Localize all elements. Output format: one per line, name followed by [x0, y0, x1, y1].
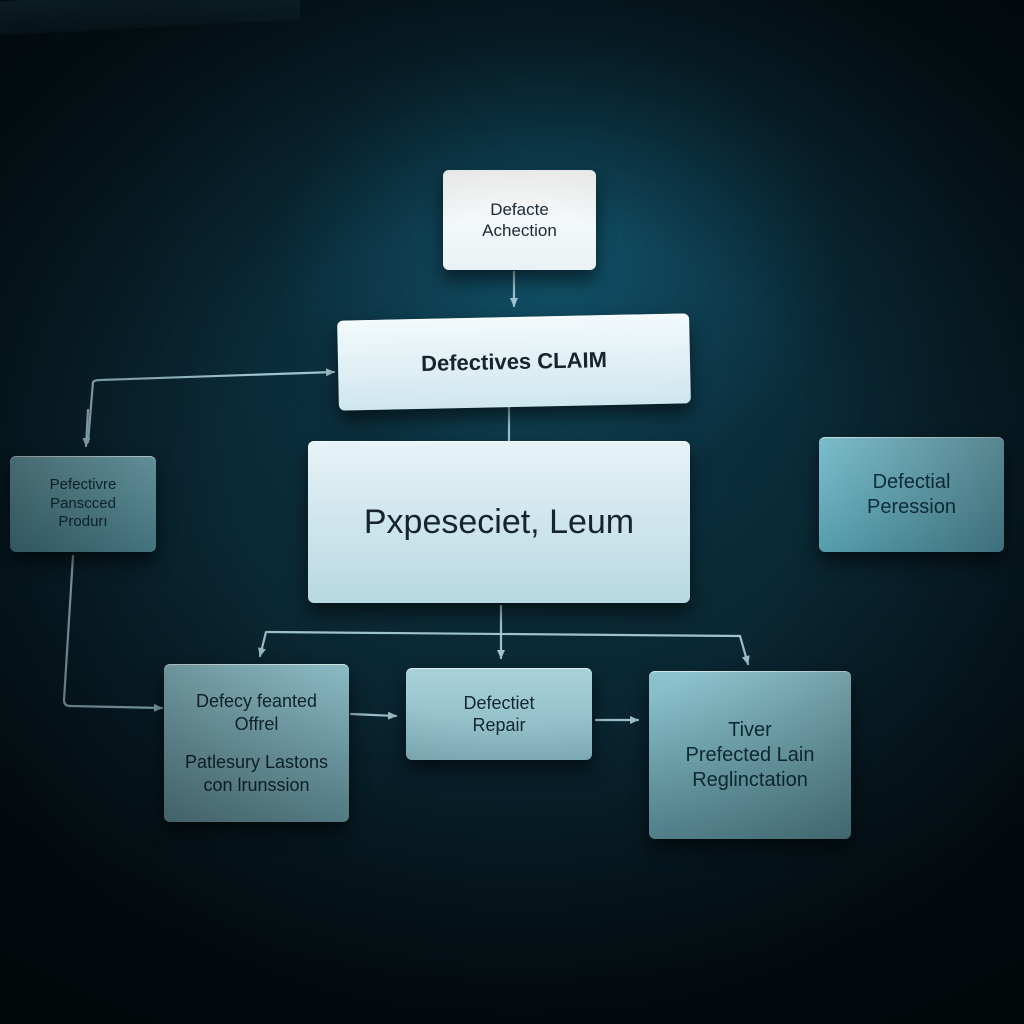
connector-left-to-bottom-left: [62, 554, 164, 712]
node-left-product: Pefectivre Panscced Produrı: [10, 456, 156, 552]
node-main-step: Pxpeseciet, Leum: [308, 441, 690, 603]
node-bottom-middle-line-2: Repair: [472, 715, 526, 735]
node-right-line-2: Peression: [867, 495, 956, 518]
node-right-peression: Defectial Peression: [819, 437, 1004, 552]
node-defectives-claim: Defectives CLAIM: [337, 313, 691, 411]
node-right-line-1: Defectial: [872, 470, 951, 493]
node-bottom-left-line-3: Patlesury Lastons: [184, 752, 329, 772]
node-bottom-left-line-4: con lrunssion: [203, 774, 310, 795]
node-claim-label: Defectives CLAIM: [420, 347, 608, 377]
node-bottom-right-line-1: Tiver: [728, 718, 772, 741]
node-bottom-left: Defecy feanted Offrel Patlesury Lastons …: [164, 664, 349, 822]
node-bottom-middle-repair: Defectiet Repair: [406, 668, 592, 760]
node-left-line-1: Pefectivre: [49, 475, 117, 493]
connector-split-bar: [266, 630, 742, 638]
node-left-line-3: Produrı: [58, 513, 108, 531]
node-bottom-middle-line-1: Defectiet: [463, 692, 535, 713]
node-bottom-left-line-1: Defecy feanted: [195, 691, 318, 711]
connector-split-to-bottom-right: [738, 634, 750, 666]
connector-split-to-bottom-left: [258, 630, 268, 658]
node-main-label: Pxpeseciet, Leum: [363, 502, 635, 541]
node-left-line-2: Panscced: [50, 494, 116, 512]
node-bottom-right-line-3: Reglinctation: [692, 768, 808, 791]
node-bottom-left-line-2: Offrel: [234, 713, 279, 734]
node-bottom-right-line-2: Prefected Lain: [685, 743, 815, 766]
connector-left-loop-to-claim: [86, 368, 336, 444]
node-defacte-achection: Defacte Achection: [443, 170, 596, 270]
node-bottom-right: Tiver Prefected Lain Reglinctation: [649, 671, 851, 839]
node-top-line-2: Achection: [482, 221, 557, 240]
node-top-line-1: Defacte: [490, 199, 549, 219]
connector-bottom-left-to-middle: [349, 711, 398, 720]
